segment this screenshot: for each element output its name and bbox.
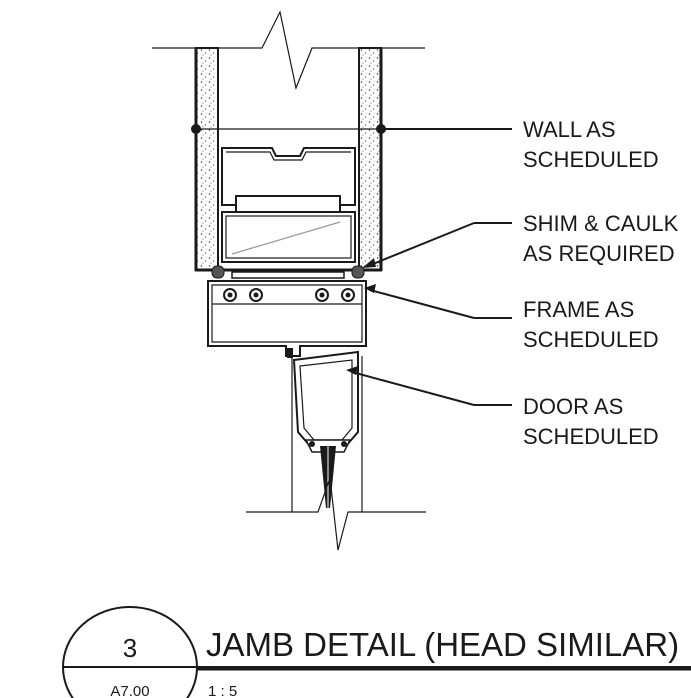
callout-shim-line1: SHIM & CAULK bbox=[523, 211, 679, 236]
callout-door-line2: SCHEDULED bbox=[523, 424, 659, 449]
sheet-number: A7.00 bbox=[110, 683, 149, 698]
callout-frame-line2: SCHEDULED bbox=[523, 327, 659, 352]
door-frame bbox=[207, 280, 367, 358]
wall-dot-left bbox=[191, 124, 201, 134]
detail-title-block: 3 A7.00 JAMB DETAIL (HEAD SIMILAR) 1 : 5 bbox=[62, 606, 691, 698]
detail-scale: 1 : 5 bbox=[208, 683, 237, 698]
callout-frame-line1: FRAME AS bbox=[523, 297, 634, 322]
callout-wall-line2: SCHEDULED bbox=[523, 147, 659, 172]
shim-and-caulk bbox=[211, 265, 365, 279]
metal-stud bbox=[221, 147, 356, 263]
detail-title: JAMB DETAIL (HEAD SIMILAR) bbox=[206, 626, 679, 663]
detail-number: 3 bbox=[123, 633, 137, 663]
wall-section bbox=[152, 10, 425, 272]
leader-lines bbox=[346, 128, 512, 406]
gypsum-board-left bbox=[195, 47, 219, 271]
door-break-line bbox=[246, 477, 426, 551]
gypsum-board-right bbox=[358, 47, 382, 271]
callout-shim-line2: AS REQUIRED bbox=[523, 241, 675, 266]
callout-wall-line1: WALL AS bbox=[523, 117, 616, 142]
wall-break-line bbox=[152, 10, 425, 91]
callout-door-line1: DOOR AS bbox=[523, 394, 623, 419]
door-leaf bbox=[246, 350, 426, 551]
